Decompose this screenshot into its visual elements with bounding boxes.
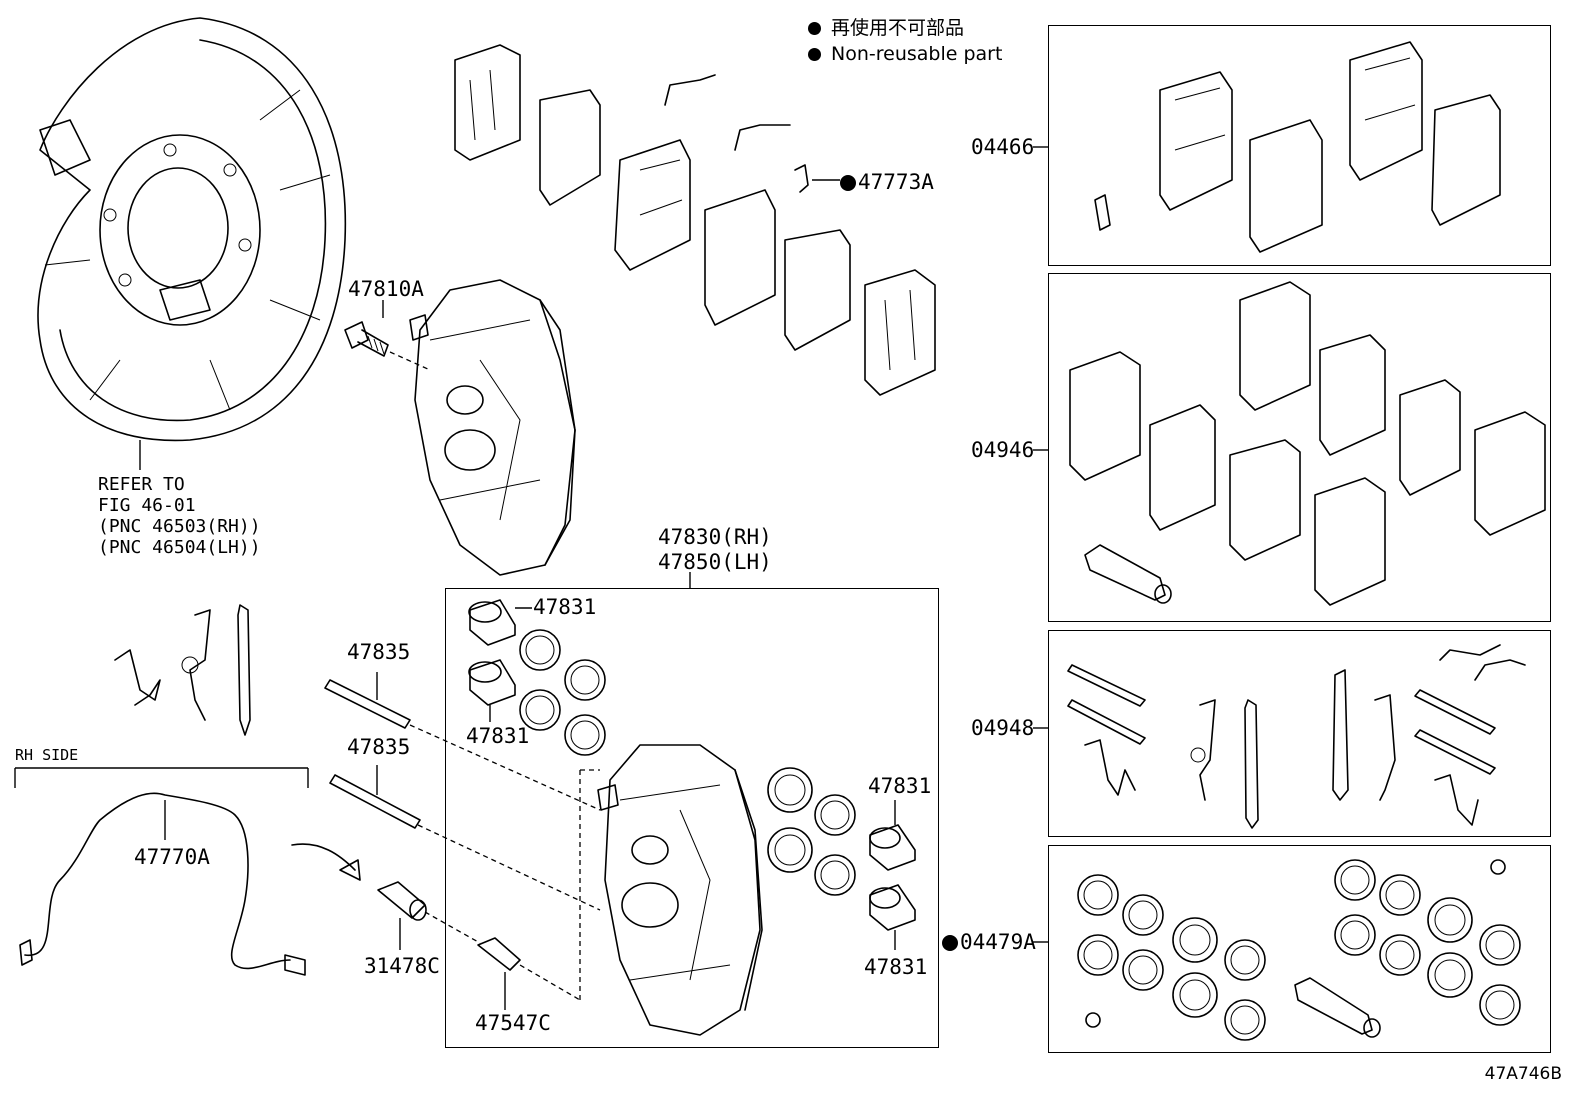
part-label-47831: 47831 (868, 774, 932, 798)
caliper-drawing (597, 744, 763, 1036)
kit-label-04466: 04466 (971, 135, 1035, 159)
non-reusable-dot-icon (808, 22, 821, 35)
kit-04466-drawing (1094, 41, 1501, 253)
figure-id: 47A746B (1484, 1064, 1562, 1084)
caliper-assembly-box (445, 588, 939, 1048)
part-label-31478c: 31478C (364, 954, 440, 978)
part-label-47830rh: 47830(RH) (658, 525, 772, 549)
reference-line: (PNC 46504(LH)) (98, 537, 261, 558)
part-label-47547c: 47547C (475, 1011, 551, 1035)
part-label-47831: 47831 (864, 955, 928, 979)
upper-caliper-drawing (409, 279, 576, 576)
pad-shims-drawing (454, 44, 936, 396)
kit-box-04948 (1048, 630, 1551, 837)
part-label-47831: 47831 (466, 724, 530, 748)
non-reusable-dot-icon (840, 175, 856, 191)
kit-04479a-drawing (1077, 859, 1521, 1041)
legend-en-text: Non-reusable part (831, 43, 1003, 65)
guide-pins-drawing (324, 679, 421, 829)
wheel-speed-sensor-drawing (19, 792, 306, 976)
reference-line: REFER TO (98, 474, 185, 495)
dust-shield-drawing (37, 17, 347, 442)
section-label-rh-side: RH SIDE (15, 746, 79, 764)
legend-row-jp: 再使用不可部品 (808, 15, 1002, 41)
part-label-47773a-text: 47773A (858, 170, 934, 194)
kit-04946-drawing (1069, 281, 1546, 606)
part-label-47810a: 47810A (348, 277, 424, 301)
kit-box-04466 (1048, 25, 1551, 266)
pistons-seals-drawing (468, 599, 916, 931)
legend-jp-text: 再使用不可部品 (831, 17, 965, 39)
part-label-47850lh: 47850(LH) (658, 550, 772, 574)
kit-label-04948: 04948 (971, 716, 1035, 740)
non-reusable-dot-icon (808, 48, 821, 61)
part-label-47773a: 47773A (840, 170, 934, 194)
kit-box-04479a (1048, 845, 1551, 1053)
part-label-47835: 47835 (347, 640, 411, 664)
legend: 再使用不可部品 Non-reusable part (808, 15, 1002, 67)
part-label-47770a: 47770A (134, 845, 210, 869)
kit-label-04479a-text: 04479A (960, 930, 1036, 954)
kit-label-04479a: 04479A (942, 930, 1036, 954)
legend-row-en: Non-reusable part (808, 41, 1002, 67)
clips-drawing (114, 604, 251, 736)
non-reusable-dot-icon (942, 935, 958, 951)
reference-line: (PNC 46503(RH)) (98, 516, 261, 537)
kit-04948-drawing (1067, 644, 1526, 829)
sleeve-bleeder-drawing (377, 881, 521, 971)
kit-label-04946: 04946 (971, 438, 1035, 462)
bolt-47810a-drawing (344, 321, 389, 357)
part-label-47831: 47831 (533, 595, 597, 619)
arrow-icon (291, 843, 356, 871)
kit-box-04946 (1048, 273, 1551, 622)
part-label-47835: 47835 (347, 735, 411, 759)
reference-line: FIG 46-01 (98, 495, 196, 516)
